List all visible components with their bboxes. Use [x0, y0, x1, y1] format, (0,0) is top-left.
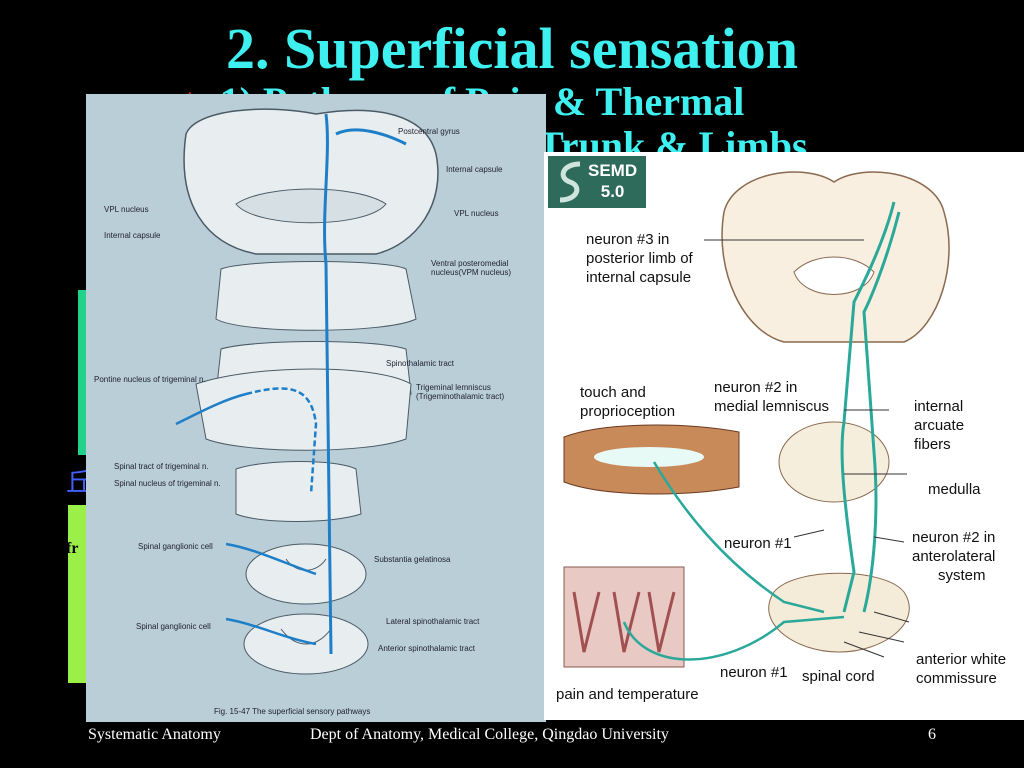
label-lateral-spinothalamic: Lateral spinothalamic tract — [386, 617, 480, 626]
neuron-path-anterolateral — [862, 211, 901, 613]
label-spinal-cord: spinal cord — [802, 668, 875, 685]
label-neuron2-al-line1: neuron #2 in — [912, 529, 995, 546]
semd-logo: SEMD 5.0 — [548, 156, 646, 208]
label-neuron3-line1: neuron #3 in — [586, 231, 669, 248]
partial-text: fr — [66, 540, 79, 557]
label-neuron3-line3: internal capsule — [586, 269, 691, 286]
pathway-labels-right: neuron #3 in posterior limb of internal … — [556, 231, 1006, 703]
label-medulla: medulla — [928, 481, 981, 498]
logo-line-2: 5.0 — [600, 182, 625, 201]
brain-section — [183, 108, 439, 255]
spinal-afferent-lines — [225, 542, 317, 646]
label-internal-arcuate-line3: fibers — [914, 436, 951, 453]
label-touch-line2: proprioception — [580, 403, 675, 420]
logo-line-1: SEMD — [588, 161, 638, 180]
label-anterior-spinothalamic: Anterior spinothalamic tract — [378, 644, 476, 653]
label-neuron2-al-line2: anterolateral — [912, 548, 995, 565]
label-trigeminal-lemniscus-1: Trigeminal lemniscus — [416, 383, 491, 392]
sensory-pathway-figure-right: neuron #3 in posterior limb of internal … — [544, 152, 1024, 720]
label-spinal-ganglionic-cell-2: Spinal ganglionic cell — [136, 622, 211, 631]
label-touch-line1: touch and — [580, 384, 646, 401]
medulla-cross-section — [778, 421, 890, 503]
label-vpm-line-2: nucleus(VPM nucleus) — [431, 268, 511, 277]
trigeminal-pathway-line — [245, 387, 318, 495]
label-pain-temperature: pain and temperature — [556, 686, 699, 703]
basal-ganglia-shape — [793, 256, 875, 295]
label-internal-arcuate-line2: arcuate — [914, 417, 964, 434]
trigeminal-nerve-line — [175, 392, 247, 426]
label-internal-capsule-right: Internal capsule — [446, 165, 503, 174]
pathway-diagram-left — [175, 108, 439, 675]
label-vpl-nucleus-right: VPL nucleus — [454, 209, 499, 218]
label-substantia-gelatinosa: Substantia gelatinosa — [374, 555, 451, 564]
label-neuron2-ml-line1: neuron #2 in — [714, 379, 797, 396]
label-spinal-nucleus-trigeminal: Spinal nucleus of trigeminal n. — [114, 479, 221, 488]
sensory-pathway-figure-left: Postcentral gyrus Internal capsule VPL n… — [86, 94, 546, 722]
skin-papillae — [572, 591, 676, 653]
label-anterior-white-line2: commissure — [916, 670, 997, 687]
label-spinal-ganglionic-cell-1: Spinal ganglionic cell — [138, 542, 213, 551]
label-internal-arcuate-line1: internal — [914, 398, 963, 415]
footer-department: Dept of Anatomy, Medical College, Qingda… — [310, 726, 669, 743]
neuron1-lower-path — [622, 615, 845, 661]
label-spinal-tract-trigeminal: Spinal tract of trigeminal n. — [114, 462, 209, 471]
spinothalamic-pathway-line — [323, 113, 333, 655]
label-neuron1-upper: neuron #1 — [724, 535, 792, 552]
label-leader-lines — [704, 239, 910, 658]
semd-logo-text: SEMD 5.0 — [588, 160, 637, 202]
label-neuron2-al-line3: system — [938, 567, 986, 584]
spinal-cord-cross-section — [768, 572, 910, 653]
label-spinothalamic-tract: Spinothalamic tract — [386, 359, 455, 368]
label-neuron3-line2: posterior limb of — [586, 250, 694, 267]
muscle-receptor — [594, 447, 704, 467]
slide-title: 2. Superficial sensation — [226, 16, 798, 81]
label-vpl-nucleus-left: VPL nucleus — [104, 205, 149, 214]
pons-section — [195, 368, 412, 451]
label-neuron2-ml-line2: medial lemniscus — [714, 398, 829, 415]
label-anterior-white-line1: anterior white — [916, 651, 1006, 668]
footer-page-number: 6 — [928, 726, 936, 743]
neuron-path-lemniscal — [840, 201, 896, 613]
label-vpm-line-1: Ventral posteromedial — [431, 259, 509, 268]
thalamus-shape — [235, 188, 387, 224]
midbrain-section — [215, 261, 417, 331]
footer-course: Systematic Anatomy — [88, 726, 221, 743]
pathway-labels-left: Postcentral gyrus Internal capsule VPL n… — [94, 127, 511, 716]
label-postcentral-gyrus: Postcentral gyrus — [398, 127, 460, 136]
neuron1-upper-path — [652, 461, 825, 614]
label-internal-capsule-left: Internal capsule — [104, 231, 161, 240]
pathway-diagram-right — [563, 171, 950, 668]
label-pontine-nucleus: Pontine nucleus of trigeminal n. — [94, 375, 206, 384]
label-neuron1-lower: neuron #1 — [720, 664, 788, 681]
figure-caption: Fig. 15-47 The superficial sensory pathw… — [214, 707, 370, 716]
semd-logo-swirl-icon — [559, 161, 581, 203]
label-trigeminal-lemniscus-2: (Trigeminothalamic tract) — [416, 392, 505, 401]
cortex-projection-line — [335, 128, 407, 146]
